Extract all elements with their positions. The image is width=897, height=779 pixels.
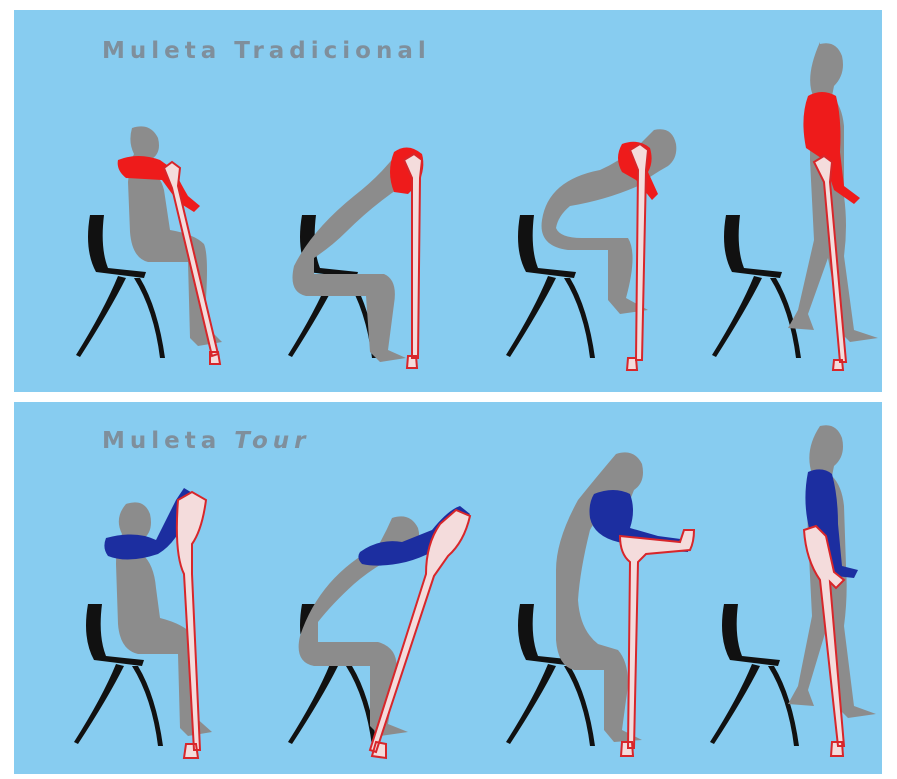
traditional-step-1-sitting: [76, 126, 222, 364]
chair: [712, 215, 801, 358]
chair: [288, 604, 377, 746]
tour-step-1-sitting: [74, 488, 212, 758]
person: [542, 129, 677, 314]
chair: [710, 604, 799, 746]
crutch: [620, 530, 694, 756]
panel-traditional-crutch: Muleta Tradicional: [14, 10, 882, 392]
traditional-step-4-standing: [712, 42, 878, 370]
tour-crutch-sequence: [14, 402, 882, 774]
tour-step-3-rising: [506, 452, 694, 756]
tour-step-2-leaning: [288, 506, 470, 758]
traditional-step-3-rising: [506, 129, 676, 370]
traditional-step-2-leaning: [288, 147, 423, 368]
tour-step-4-standing: [710, 425, 876, 756]
panel-tour-crutch: Muleta Tour: [14, 402, 882, 774]
traditional-crutch-sequence: [14, 10, 882, 392]
person: [788, 42, 878, 342]
